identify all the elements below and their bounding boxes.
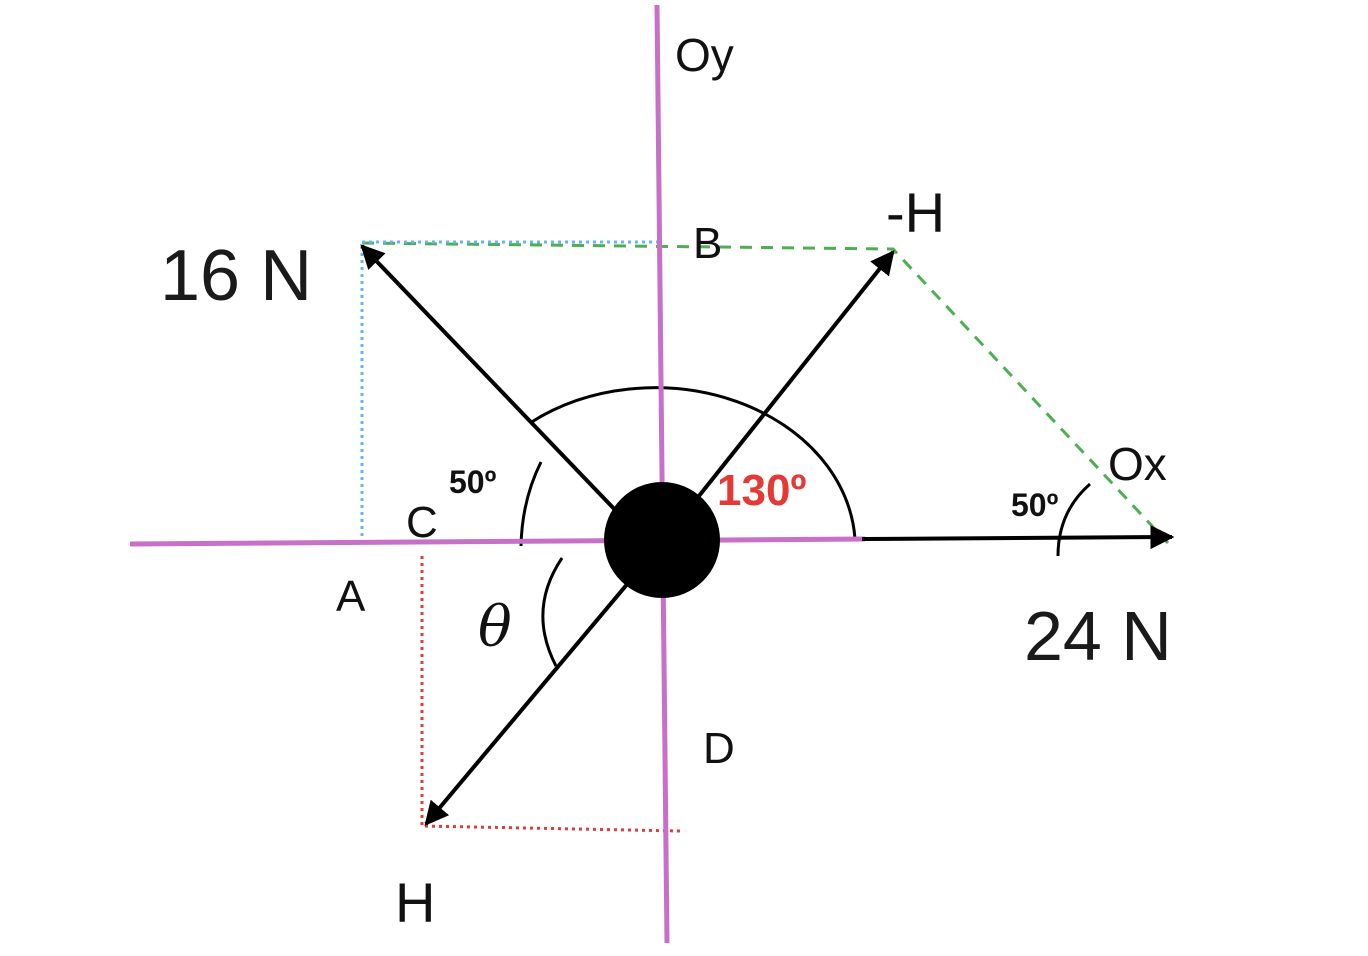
body-circle: [604, 482, 720, 598]
angle-arc-50-left: [519, 461, 543, 547]
vector-16n: [360, 244, 622, 517]
y-axis: [654, 4, 670, 944]
vector-24n: [861, 525, 1175, 550]
label-neg-h: -H: [886, 181, 945, 244]
vector-h: [424, 543, 662, 826]
angle-arc-130: [529, 386, 857, 540]
projection-dotted-blue: [360, 240, 658, 536]
label-angle-50-right: 50º: [1011, 487, 1059, 523]
label-16n: 16 N: [160, 236, 312, 316]
label-ox: Ox: [1108, 438, 1167, 490]
label-24n: 24 N: [1024, 597, 1172, 675]
label-d: D: [703, 724, 735, 773]
projection-dotted-red: [420, 556, 681, 833]
label-c: C: [406, 498, 438, 547]
label-a: A: [336, 572, 366, 621]
label-theta: θ: [478, 595, 512, 660]
angle-arc-theta: [541, 557, 564, 667]
label-h: H: [395, 871, 435, 934]
label-b: B: [693, 219, 722, 268]
label-angle-50-left: 50º: [449, 464, 497, 500]
parallelogram-dashed-line: [361, 241, 1170, 545]
label-angle-130: 130º: [717, 466, 806, 515]
x-axis: [129, 536, 866, 547]
label-oy: Oy: [675, 29, 734, 81]
angle-arc-50-right: [1056, 482, 1091, 557]
